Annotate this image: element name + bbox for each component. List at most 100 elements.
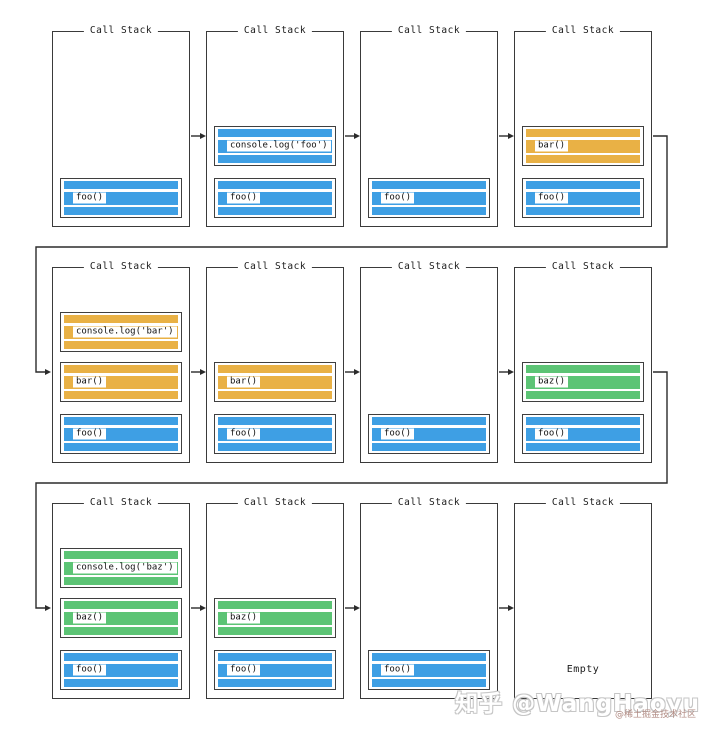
stack-frame-foo: foo() — [368, 414, 490, 454]
stack-frame-foo: foo() — [214, 178, 336, 218]
frame-stripe — [64, 391, 178, 399]
frame-label: foo() — [381, 192, 415, 204]
frame-stripe — [64, 365, 178, 373]
stack-frame-baz: baz() — [214, 598, 336, 638]
panel-title: Call Stack — [545, 25, 621, 37]
frame-stripe — [526, 443, 640, 451]
frame-stripe — [218, 653, 332, 661]
frame-stripe — [372, 417, 486, 425]
stack-frame-bar: bar() — [522, 126, 644, 166]
frame-stripe — [64, 653, 178, 661]
frame-label: foo() — [381, 664, 415, 676]
frame-stripe: bar() — [218, 375, 332, 389]
frame-stripe: foo() — [64, 663, 178, 677]
frame-stripe: foo() — [526, 427, 640, 441]
frame-stripe — [372, 679, 486, 687]
frame-label: bar() — [535, 140, 569, 152]
frame-stripe — [372, 181, 486, 189]
frame-label: foo() — [535, 428, 569, 440]
watermark-juejin: @稀土掘金技术社区 — [614, 710, 696, 720]
frame-stripe — [526, 181, 640, 189]
panel-title: Call Stack — [237, 261, 313, 273]
stack-frame-foo: foo() — [214, 414, 336, 454]
frame-stripe — [64, 181, 178, 189]
frame-stripe — [526, 207, 640, 215]
frame-stripe — [372, 653, 486, 661]
frame-stripe: foo() — [372, 427, 486, 441]
frame-stripe — [218, 181, 332, 189]
frame-stripe: bar() — [526, 139, 640, 153]
frame-stripe — [218, 601, 332, 609]
frame-label: foo() — [227, 664, 261, 676]
panel-title: Call Stack — [391, 497, 467, 509]
call-stack-panel-1: Call Stack foo() — [52, 25, 190, 227]
frame-stripe — [218, 679, 332, 687]
stack-frame-foo: foo() — [214, 650, 336, 690]
panel-title: Call Stack — [83, 261, 159, 273]
stack-frame-consolelogfoo: console.log('foo') — [214, 126, 336, 166]
frame-label: foo() — [73, 428, 107, 440]
frame-stripe — [218, 391, 332, 399]
frame-stripe — [526, 365, 640, 373]
frame-stripe — [64, 601, 178, 609]
frame-label: console.log('bar') — [73, 326, 177, 338]
frame-stripe — [372, 207, 486, 215]
call-stack-panel-11: Call Stack foo() — [360, 497, 498, 699]
frame-stripe — [218, 417, 332, 425]
call-stack-panel-2: Call Stack console.log('foo') foo() — [206, 25, 344, 227]
frame-label: foo() — [227, 428, 261, 440]
frame-stripe — [64, 577, 178, 585]
stack-frame-foo: foo() — [368, 178, 490, 218]
frame-stripe — [218, 365, 332, 373]
frame-stripe: foo() — [218, 191, 332, 205]
panel-title: Call Stack — [83, 25, 159, 37]
frame-stripe: foo() — [64, 427, 178, 441]
panel-title: Call Stack — [545, 497, 621, 509]
frame-stripe — [218, 129, 332, 137]
frame-stripe — [218, 207, 332, 215]
call-stack-panel-4: Call Stack bar() foo() — [514, 25, 652, 227]
frame-stripe — [526, 129, 640, 137]
stack-frame-bar: bar() — [60, 362, 182, 402]
frame-stripe: baz() — [64, 611, 178, 625]
frame-stripe — [218, 627, 332, 635]
frame-label: bar() — [227, 376, 261, 388]
stack-frame-baz: baz() — [522, 362, 644, 402]
stack-frame-foo: foo() — [60, 414, 182, 454]
frame-label: baz() — [73, 612, 107, 624]
stack-frame-consolelogbar: console.log('bar') — [60, 312, 182, 352]
frame-stripe: foo() — [526, 191, 640, 205]
frame-stripe: console.log('baz') — [64, 561, 178, 575]
frame-label: foo() — [73, 664, 107, 676]
frame-label: baz() — [535, 376, 569, 388]
frame-stripe: foo() — [372, 663, 486, 677]
frame-label: bar() — [73, 376, 107, 388]
stack-frame-foo: foo() — [522, 178, 644, 218]
panel-title: Call Stack — [391, 261, 467, 273]
panel-title: Call Stack — [237, 25, 313, 37]
stack-frame-foo: foo() — [522, 414, 644, 454]
call-stack-panel-5: Call Stack console.log('bar') bar() foo() — [52, 261, 190, 463]
call-stack-panel-7: Call Stack foo() — [360, 261, 498, 463]
panel-title: Call Stack — [237, 497, 313, 509]
empty-stack-label: Empty — [566, 664, 600, 675]
stack-frame-foo: foo() — [60, 178, 182, 218]
frame-stripe: baz() — [218, 611, 332, 625]
frame-stripe: console.log('bar') — [64, 325, 178, 339]
frame-stripe: foo() — [64, 191, 178, 205]
frame-stripe — [526, 417, 640, 425]
frame-stripe: foo() — [218, 427, 332, 441]
frame-stripe — [64, 443, 178, 451]
frame-stripe — [526, 391, 640, 399]
stack-frame-foo: foo() — [60, 650, 182, 690]
frame-label: foo() — [381, 428, 415, 440]
frame-stripe — [64, 315, 178, 323]
frame-label: foo() — [73, 192, 107, 204]
call-stack-panel-6: Call Stack bar() foo() — [206, 261, 344, 463]
frame-stripe — [218, 155, 332, 163]
frame-stripe: baz() — [526, 375, 640, 389]
